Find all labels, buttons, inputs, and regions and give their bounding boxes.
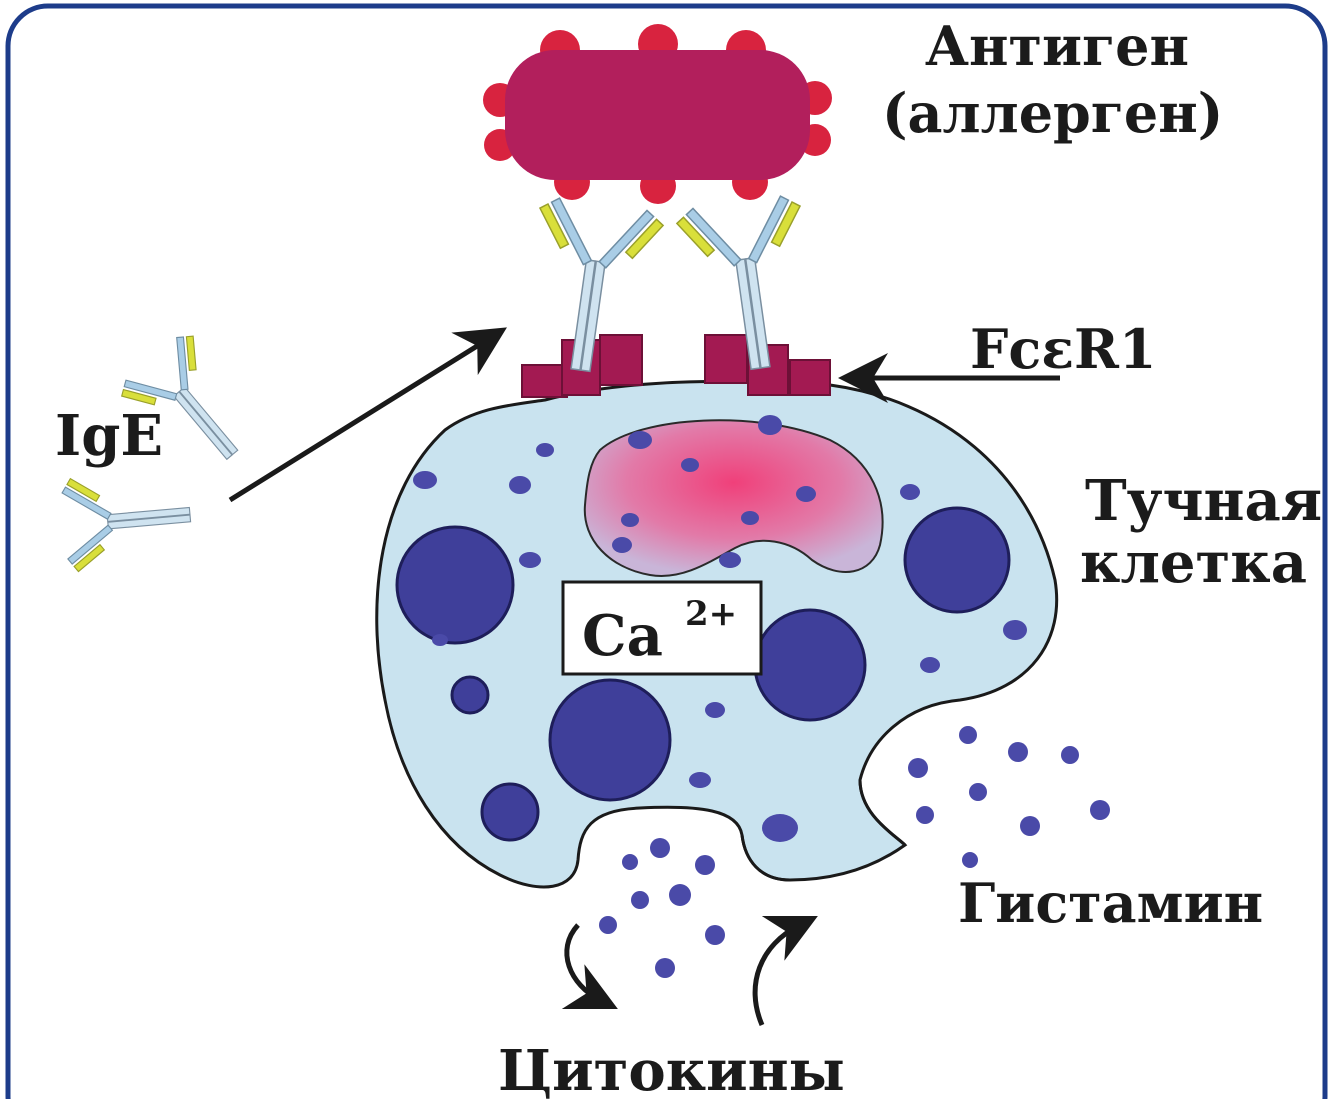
antigen-label-line2: (аллерген)	[882, 81, 1223, 145]
calcium-charge: 2+	[685, 594, 737, 634]
calcium-label: Ca	[582, 603, 663, 669]
antigen-label-line1: Антиген	[925, 14, 1189, 78]
antigen-allergen	[483, 24, 832, 204]
histamine-label: Гистамин	[958, 871, 1263, 935]
bound-ige-right	[675, 194, 821, 377]
cytokines-label: Цитокины	[498, 1038, 845, 1099]
mast-cell-label-line1: Тучная	[1085, 468, 1322, 534]
cytokine-granules	[599, 838, 725, 978]
histamine-granules	[908, 726, 1110, 868]
mast-cell-label-line2: клетка	[1080, 530, 1307, 596]
ige-label: IgE	[55, 403, 163, 469]
free-ige-2	[61, 469, 194, 573]
calcium-box: Ca 2+	[563, 582, 761, 674]
receptor-label: FcεR1	[970, 317, 1157, 381]
cytokine-in-arrow	[755, 925, 800, 1025]
cytokine-out-arrow	[567, 925, 600, 1000]
